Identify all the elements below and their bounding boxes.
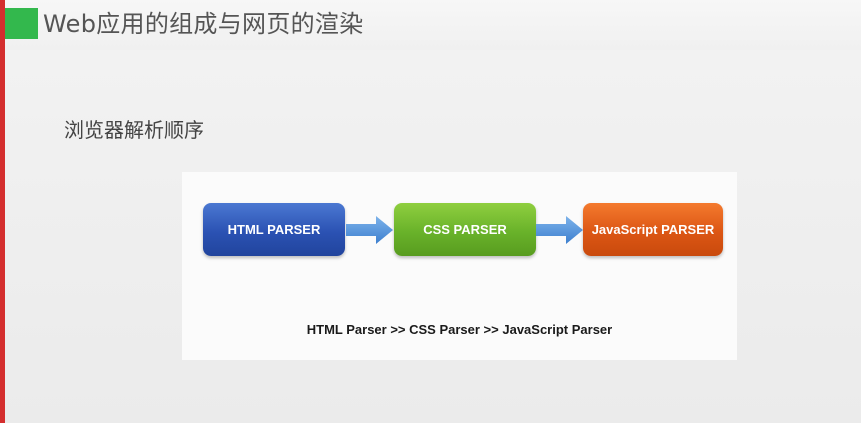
javascript-parser-box: JavaScript PARSER xyxy=(583,203,723,256)
diagram-caption: HTML Parser >> CSS Parser >> JavaScript … xyxy=(306,322,613,337)
arrow-right-icon xyxy=(536,216,583,244)
title-bar: Web应用的组成与网页的渲染 xyxy=(0,0,861,50)
arrow-right-icon xyxy=(346,216,393,244)
title-accent-block xyxy=(5,8,38,39)
parser-order-diagram: HTML PARSER CSS PARSER xyxy=(182,172,737,360)
html-parser-box: HTML PARSER xyxy=(203,203,345,256)
slide-title: Web应用的组成与网页的渲染 xyxy=(43,10,364,38)
left-edge-bar xyxy=(0,0,5,423)
html-parser-label: HTML PARSER xyxy=(227,222,321,237)
slide-subtitle: 浏览器解析顺序 xyxy=(64,118,204,142)
css-parser-label: CSS PARSER xyxy=(423,222,507,237)
css-parser-box: CSS PARSER xyxy=(394,203,536,256)
javascript-parser-label: JavaScript PARSER xyxy=(591,222,715,237)
